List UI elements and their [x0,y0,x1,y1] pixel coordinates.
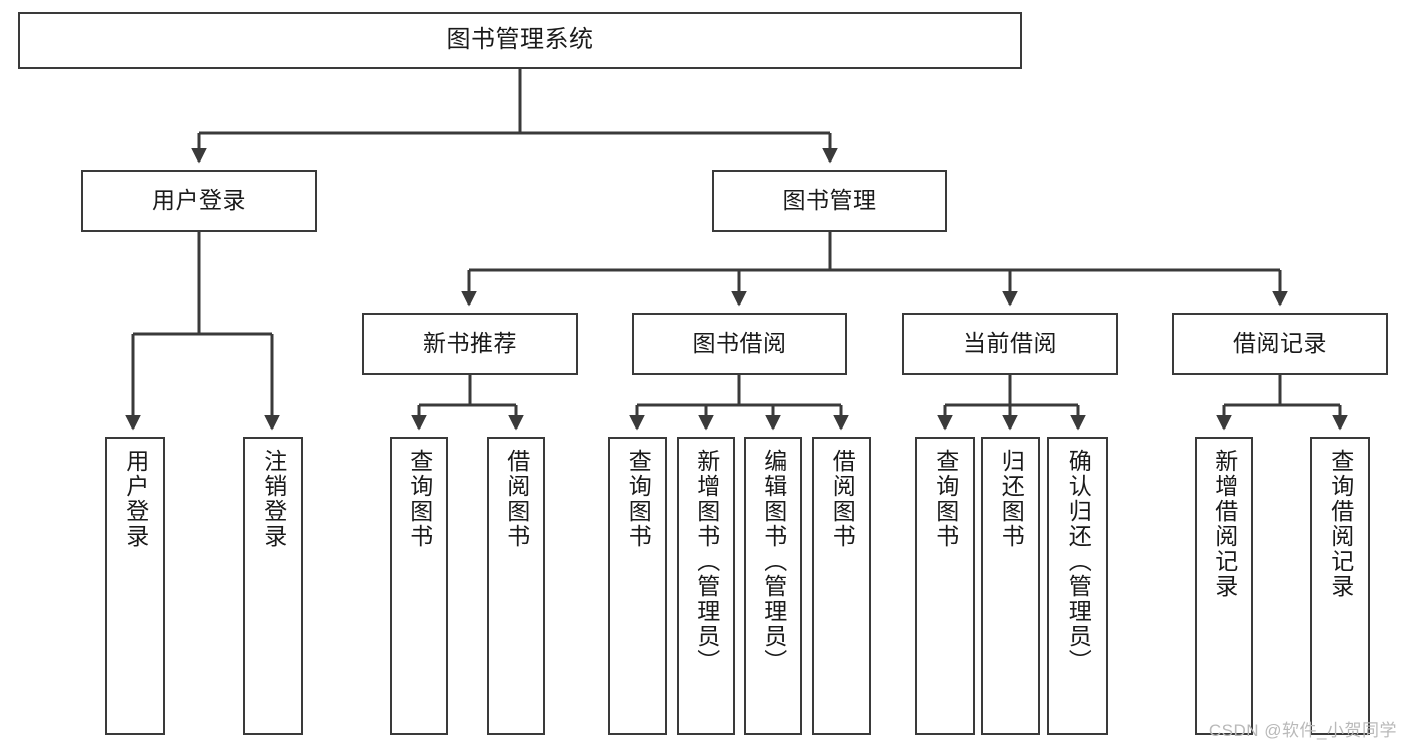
leaf-newbook-borrow-book[interactable]: 借阅图书 [487,437,545,735]
watermark-text: CSDN @软件_小贺同学 [1208,721,1397,740]
node-label: 归还图书 [998,449,1025,549]
node-book-borrow[interactable]: 图书借阅 [632,313,847,375]
node-label: 查询借阅记录 [1327,449,1354,599]
node-borrow-records[interactable]: 借阅记录 [1172,313,1388,375]
leaf-user-logout[interactable]: 注销登录 [243,437,303,735]
node-label: 新增图书（管理员） [693,449,720,674]
leaf-current-query-book[interactable]: 查询图书 [915,437,975,735]
node-label: 编辑图书（管理员） [760,449,787,674]
leaf-current-return-book[interactable]: 归还图书 [981,437,1040,735]
node-label: 用户登录 [152,187,246,214]
leaf-records-add-record[interactable]: 新增借阅记录 [1195,437,1253,735]
node-label: 确认归还（管理员） [1065,449,1092,674]
node-label: 借阅图书 [503,449,530,549]
node-label: 注销登录 [260,449,287,549]
leaf-borrow-query-book[interactable]: 查询图书 [608,437,667,735]
leaf-newbook-query-book[interactable]: 查询图书 [390,437,448,735]
node-label: 查询图书 [406,449,433,549]
node-root-system[interactable]: 图书管理系统 [18,12,1022,69]
node-label: 图书借阅 [692,330,787,357]
node-user-login[interactable]: 用户登录 [81,170,317,232]
node-label: 当前借阅 [963,330,1057,357]
node-label: 查询图书 [625,449,652,549]
node-label: 查询图书 [932,449,959,549]
node-label: 借阅记录 [1233,330,1327,357]
node-current-borrow[interactable]: 当前借阅 [902,313,1118,375]
leaf-borrow-add-book-admin[interactable]: 新增图书（管理员） [677,437,735,735]
leaf-borrow-edit-book-admin[interactable]: 编辑图书（管理员） [744,437,802,735]
node-label: 新书推荐 [423,330,517,357]
node-label: 图书管理 [782,187,877,214]
node-label: 图书管理系统 [446,26,594,54]
node-label: 新增借阅记录 [1211,449,1238,599]
leaf-current-confirm-return-admin[interactable]: 确认归还（管理员） [1047,437,1108,735]
node-label: 借阅图书 [829,449,856,549]
node-new-book-recommend[interactable]: 新书推荐 [362,313,578,375]
leaf-records-query-record[interactable]: 查询借阅记录 [1310,437,1370,735]
node-label: 用户登录 [122,449,149,549]
node-book-management[interactable]: 图书管理 [712,170,947,232]
leaf-user-login[interactable]: 用户登录 [105,437,165,735]
leaf-borrow-borrow-book[interactable]: 借阅图书 [812,437,871,735]
